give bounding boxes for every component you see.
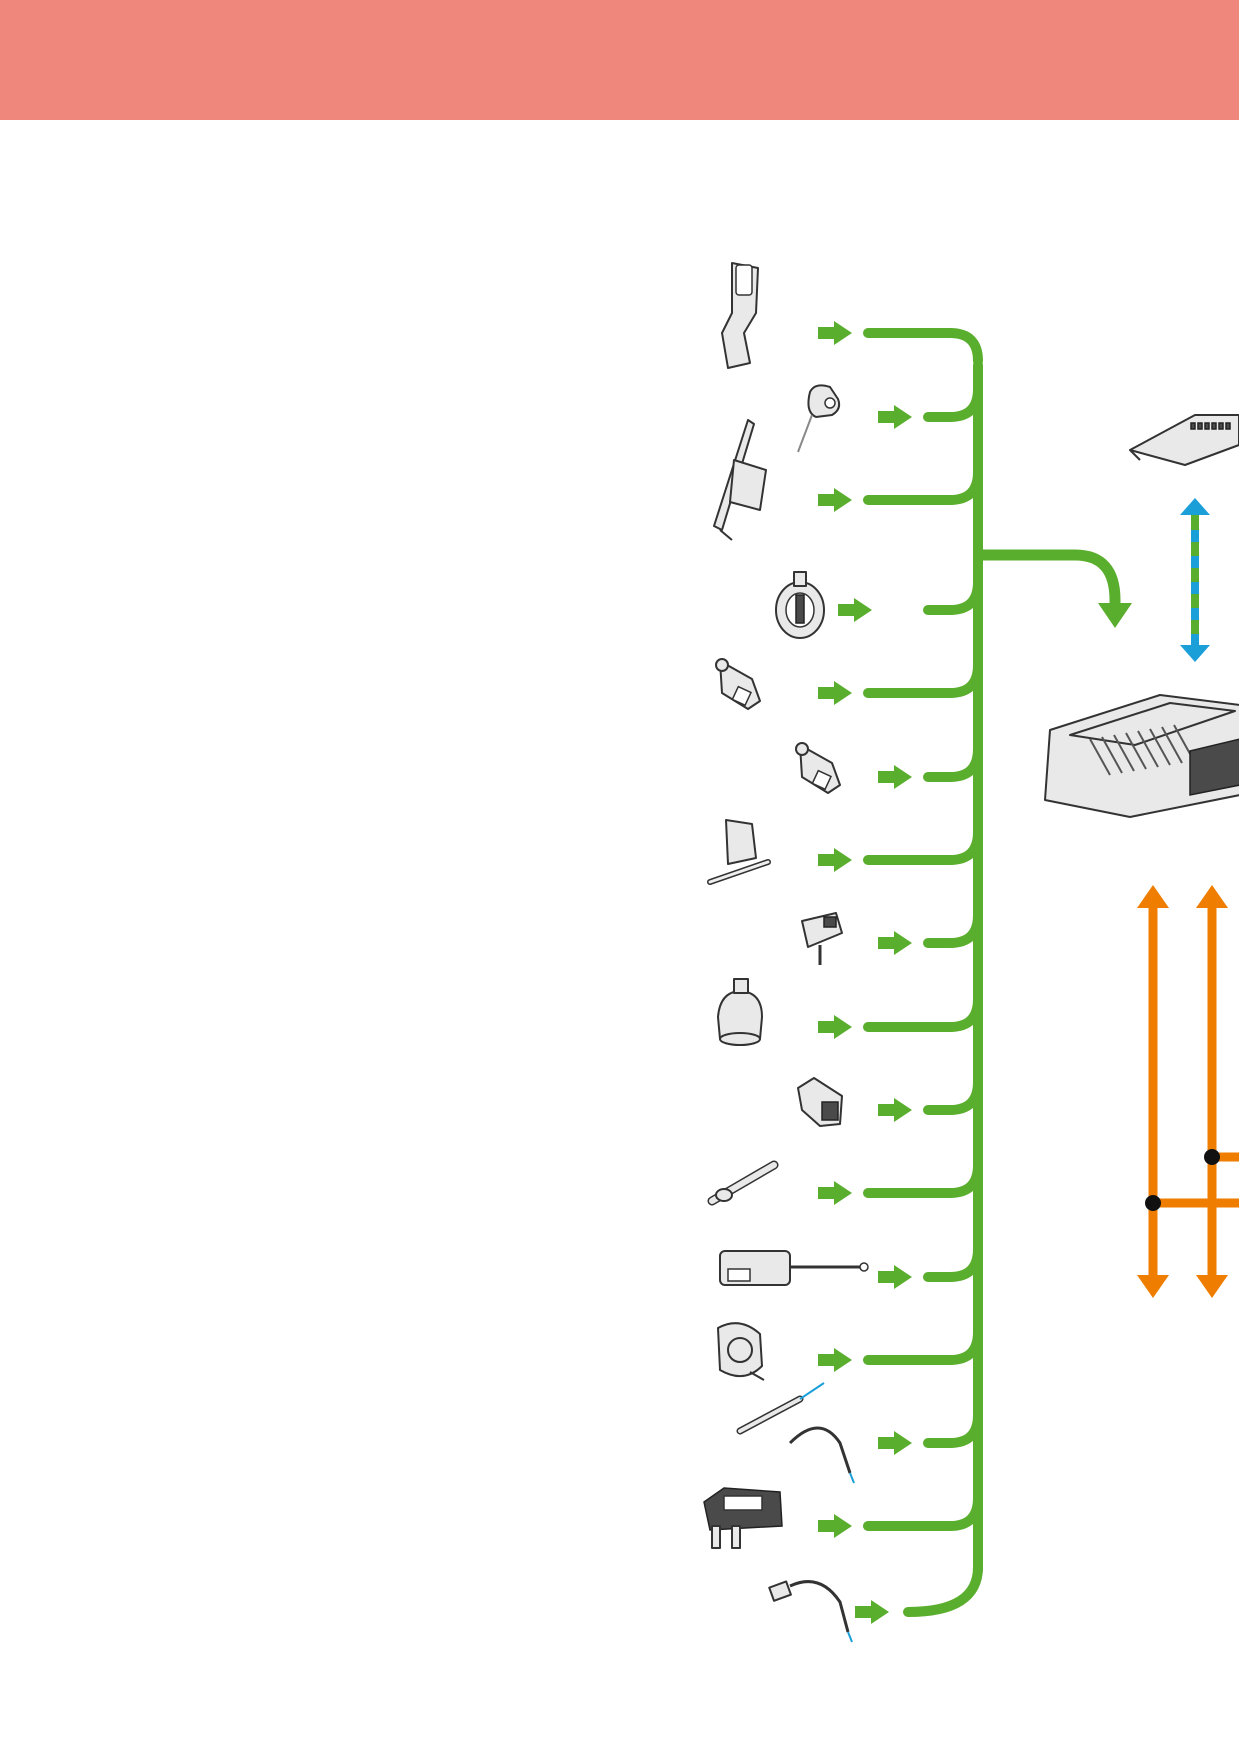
signal-branch [923,1077,983,1115]
signal-arrow [878,1265,912,1289]
signal-arrow [878,405,912,429]
signal-branch [923,577,983,615]
signal-arrow [818,1514,852,1538]
diagnosis-arrowhead-down [1180,645,1210,662]
sensor-air-mass-meter-icon [775,571,825,639]
signal-arrow [878,1098,912,1122]
sensor-differential-pressure-icon [703,1487,783,1549]
signal-branch [863,1327,983,1365]
sensor-exhaust-temperature-icon [768,1580,853,1643]
sensor-connector-icon [721,262,759,369]
output-lines [1137,885,1239,1298]
signal-arrow [878,1431,912,1455]
signal-arrow [818,488,852,512]
signal-arrow [818,681,852,705]
signal-branch [863,1493,983,1531]
signal-arrow [855,1600,889,1624]
header-band [0,0,1239,122]
sensor-throttle-icon [717,1322,765,1381]
signal-arrow [818,1015,852,1039]
output-arrowhead-down [1196,1275,1228,1298]
diagnosis-arrowhead-up [1180,498,1210,515]
signal-branch [863,1160,983,1198]
signal-arrow [818,1181,852,1205]
signal-branch [923,744,983,782]
diagnosis-line [1180,498,1210,662]
sensor-exhaust-temperature-icon [736,1382,855,1484]
signal-output-arrow [978,549,1121,612]
signal-branch [923,910,983,948]
signal-branch [863,467,983,505]
signal-branch [903,1562,983,1617]
signal-output-arrowhead [1098,603,1132,628]
output-arrowhead-down [1137,1275,1169,1298]
engine-control-unit-icon [1044,694,1239,818]
signal-arrow-layer [818,321,912,1624]
signal-arrow [818,321,852,345]
signal-arrow [878,931,912,955]
control-unit-layer [1044,414,1239,1298]
signal-bus-layer [863,328,1132,1617]
signal-branch [923,1244,983,1282]
sensor-accelerator-pedal-icon [713,419,767,541]
sensor-temperature-icon [795,742,841,794]
signal-branch [863,328,983,366]
signal-arrow [818,848,852,872]
sensor-actuator-icon [717,978,763,1046]
sensor-pressure-valve-icon [707,819,771,885]
signal-arrow [818,1348,852,1372]
junction-node [1145,1195,1161,1211]
signal-branch [863,827,983,865]
junction-node [1204,1149,1220,1165]
sensor-knock-icon [797,384,841,453]
output-arrowhead-up [1196,885,1228,908]
sensor-probe-icon [707,1160,779,1206]
signal-arrow [878,765,912,789]
diagnosis-connector-icon [1129,414,1239,466]
signal-branch [863,660,983,698]
signal-branch [923,384,983,422]
sensor-clutch-switch-icon [719,1250,869,1286]
sensor-temperature-icon [715,658,761,710]
output-arrowhead-up [1137,885,1169,908]
sensor-position-icon [797,1077,843,1127]
signal-branch [863,994,983,1032]
sensor-layer [703,262,869,1643]
sensor-pressure-icon [801,912,843,965]
signal-arrow [838,598,872,622]
signal-branch [923,1410,983,1448]
